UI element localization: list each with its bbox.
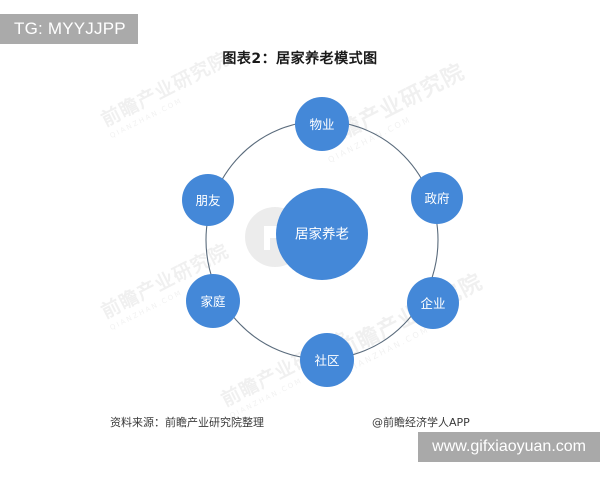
app-credit: @前瞻经济学人APP xyxy=(372,416,470,429)
node-label: 政府 xyxy=(424,191,449,206)
page-title: 图表2：居家养老模式图 xyxy=(222,51,378,67)
hub-label: 居家养老 xyxy=(295,226,349,243)
diagram-node-0[interactable]: 物业 xyxy=(295,97,349,151)
node-circle[interactable] xyxy=(300,333,354,387)
diagram-node-2[interactable]: 企业 xyxy=(407,277,459,329)
site-watermark-badge: www.gifxiaoyuan.com xyxy=(418,432,600,462)
diagram-node-1[interactable]: 政府 xyxy=(411,172,463,224)
tg-uploader-badge: TG: MYYJJPP xyxy=(0,14,138,44)
node-label: 家庭 xyxy=(200,294,226,309)
diagram-hub: 居家养老 xyxy=(276,188,368,280)
node-circle[interactable] xyxy=(295,97,349,151)
node-label: 企业 xyxy=(420,296,445,311)
node-circle[interactable] xyxy=(411,172,463,224)
footer: 资料来源：前瞻产业研究院整理 @前瞻经济学人APP xyxy=(0,414,600,432)
hub-circle[interactable] xyxy=(276,188,368,280)
node-circle[interactable] xyxy=(407,277,459,329)
diagram-node-3[interactable]: 社区 xyxy=(300,333,354,387)
node-label: 物业 xyxy=(309,117,334,132)
diagram-node-4[interactable]: 家庭 xyxy=(186,274,240,328)
node-label: 朋友 xyxy=(195,193,220,208)
source-note: 资料来源：前瞻产业研究院整理 xyxy=(110,416,264,429)
node-circle[interactable] xyxy=(182,174,234,226)
node-label: 社区 xyxy=(314,353,339,368)
diagram-node-5[interactable]: 朋友 xyxy=(182,174,234,226)
node-circle[interactable] xyxy=(186,274,240,328)
